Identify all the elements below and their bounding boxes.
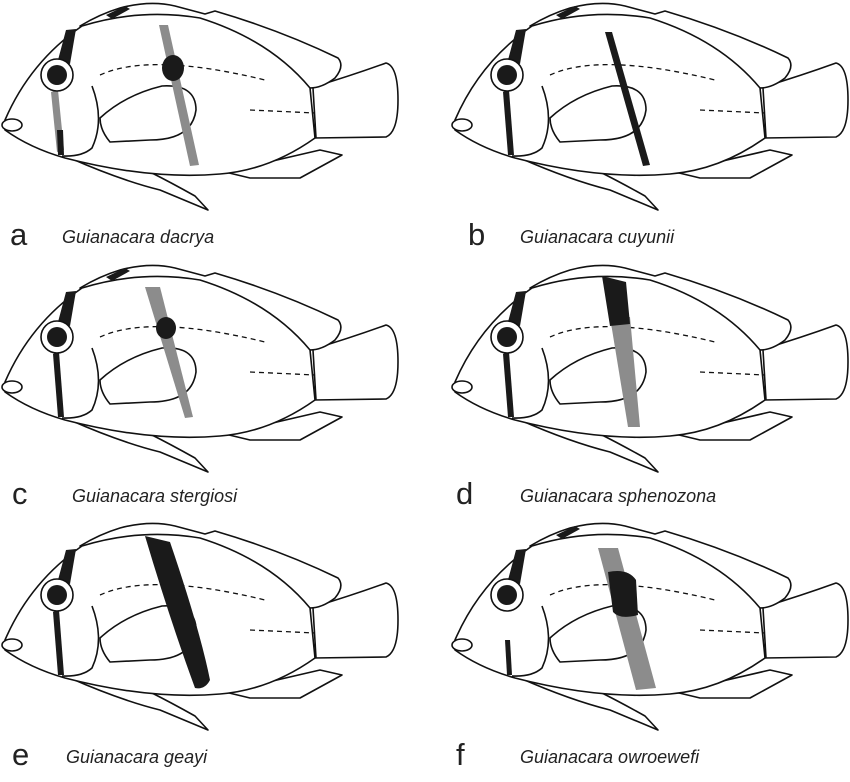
species-name: Guianacara owroewefi (520, 747, 700, 767)
panel-c: c Guianacara stergiosi (1, 264, 399, 511)
species-name: Guianacara geayi (66, 747, 208, 767)
species-name: Guianacara cuyunii (520, 227, 675, 247)
panel-b: b Guianacara cuyunii (451, 2, 849, 252)
species-name: Guianacara dacrya (62, 227, 214, 247)
panel-letter: d (456, 476, 473, 511)
species-name: Guianacara sphenozona (520, 486, 716, 506)
panel-letter: c (12, 476, 28, 511)
species-name: Guianacara stergiosi (72, 486, 238, 506)
panel-letter: b (468, 217, 485, 252)
panel-letter: f (456, 737, 465, 772)
panel-f: f Guianacara owroewefi (451, 522, 849, 772)
panel-d: d Guianacara sphenozona (451, 264, 849, 511)
panel-letter: e (12, 737, 29, 772)
panel-e: e Guianacara geayi (1, 522, 399, 772)
panel-letter: a (10, 217, 28, 252)
panel-a: a Guianacara dacrya (1, 2, 399, 252)
